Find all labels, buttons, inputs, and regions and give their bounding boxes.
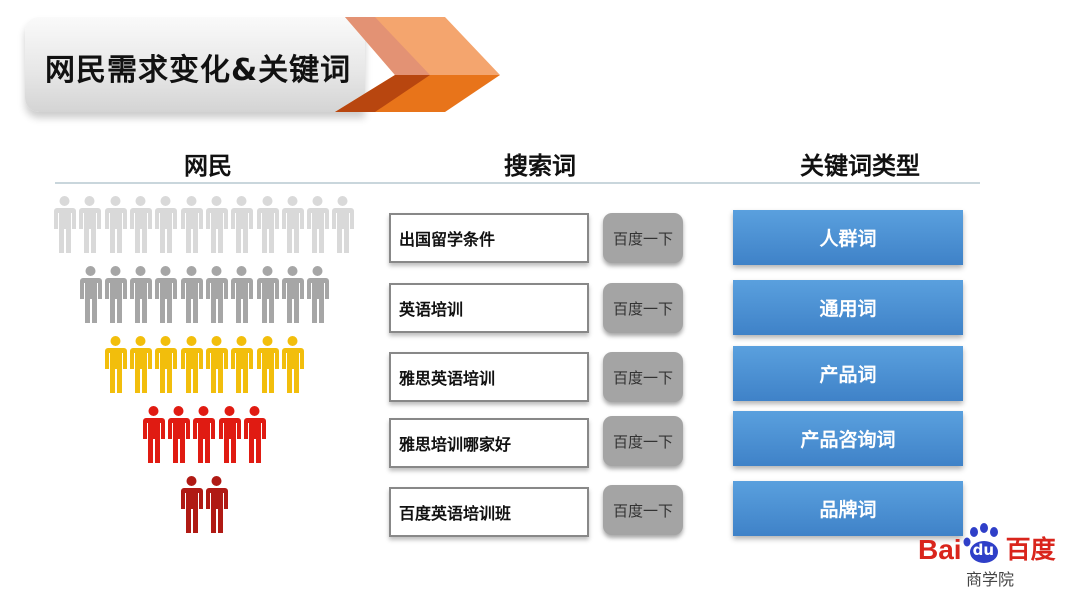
person-icon bbox=[280, 195, 305, 255]
person-icon bbox=[128, 335, 153, 395]
keyword-type-box: 产品咨询词 bbox=[733, 411, 963, 466]
person-icon bbox=[153, 265, 178, 325]
person-icon bbox=[242, 405, 267, 465]
logo-cn: 百度 bbox=[1005, 535, 1056, 564]
person-icon bbox=[255, 195, 280, 255]
search-input[interactable]: 雅思英语培训 bbox=[389, 352, 589, 402]
person-icon bbox=[204, 475, 229, 535]
person-icon bbox=[166, 405, 191, 465]
person-icon bbox=[153, 195, 178, 255]
keyword-type-box: 人群词 bbox=[733, 210, 963, 265]
keyword-type-box: 通用词 bbox=[733, 280, 963, 335]
search-input[interactable]: 英语培训 bbox=[389, 283, 589, 333]
person-icon bbox=[128, 265, 153, 325]
person-icon bbox=[330, 195, 355, 255]
search-button[interactable]: 百度一下 bbox=[603, 213, 683, 263]
divider bbox=[55, 182, 980, 184]
person-icon bbox=[204, 335, 229, 395]
search-button[interactable]: 百度一下 bbox=[603, 352, 683, 402]
person-icon bbox=[255, 335, 280, 395]
paw-icon: du bbox=[962, 522, 1006, 566]
person-icon bbox=[103, 265, 128, 325]
person-icon bbox=[103, 195, 128, 255]
person-icon bbox=[179, 335, 204, 395]
people-row bbox=[179, 475, 230, 535]
page-title: 网民需求变化&关键词 bbox=[45, 53, 352, 88]
person-icon bbox=[78, 265, 103, 325]
person-icon bbox=[305, 265, 330, 325]
person-icon bbox=[153, 335, 178, 395]
logo-bai: Bai bbox=[918, 534, 962, 565]
person-icon bbox=[229, 335, 254, 395]
person-icon bbox=[52, 195, 77, 255]
orange-arrow-icon bbox=[335, 17, 500, 112]
people-row bbox=[52, 195, 356, 255]
person-icon bbox=[179, 265, 204, 325]
person-icon bbox=[204, 195, 229, 255]
search-button[interactable]: 百度一下 bbox=[603, 416, 683, 466]
person-icon bbox=[77, 195, 102, 255]
person-icon bbox=[255, 265, 280, 325]
person-icon bbox=[217, 405, 242, 465]
person-icon bbox=[191, 405, 216, 465]
column-header-keyword-type: 关键词类型 bbox=[800, 152, 920, 180]
title-banner bbox=[25, 17, 365, 112]
person-icon bbox=[103, 335, 128, 395]
person-icon bbox=[141, 405, 166, 465]
people-row bbox=[141, 405, 267, 465]
person-icon bbox=[280, 265, 305, 325]
search-input[interactable]: 百度英语培训班 bbox=[389, 487, 589, 537]
column-header-people: 网民 bbox=[184, 152, 232, 180]
people-row bbox=[78, 265, 331, 325]
person-icon bbox=[305, 195, 330, 255]
keyword-type-box: 产品词 bbox=[733, 346, 963, 401]
person-icon bbox=[229, 265, 254, 325]
person-icon bbox=[229, 195, 254, 255]
person-icon bbox=[204, 265, 229, 325]
person-icon bbox=[179, 195, 204, 255]
people-row bbox=[103, 335, 305, 395]
logo-subtitle: 商学院 bbox=[966, 570, 1015, 589]
person-icon bbox=[128, 195, 153, 255]
person-icon bbox=[280, 335, 305, 395]
keyword-type-box: 品牌词 bbox=[733, 481, 963, 536]
search-input[interactable]: 雅思培训哪家好 bbox=[389, 418, 589, 468]
person-icon bbox=[179, 475, 204, 535]
baidu-logo: Bai du 百度 商学院 bbox=[918, 522, 1056, 590]
search-button[interactable]: 百度一下 bbox=[603, 283, 683, 333]
search-button[interactable]: 百度一下 bbox=[603, 485, 683, 535]
column-header-search: 搜索词 bbox=[504, 152, 576, 180]
search-input[interactable]: 出国留学条件 bbox=[389, 213, 589, 263]
